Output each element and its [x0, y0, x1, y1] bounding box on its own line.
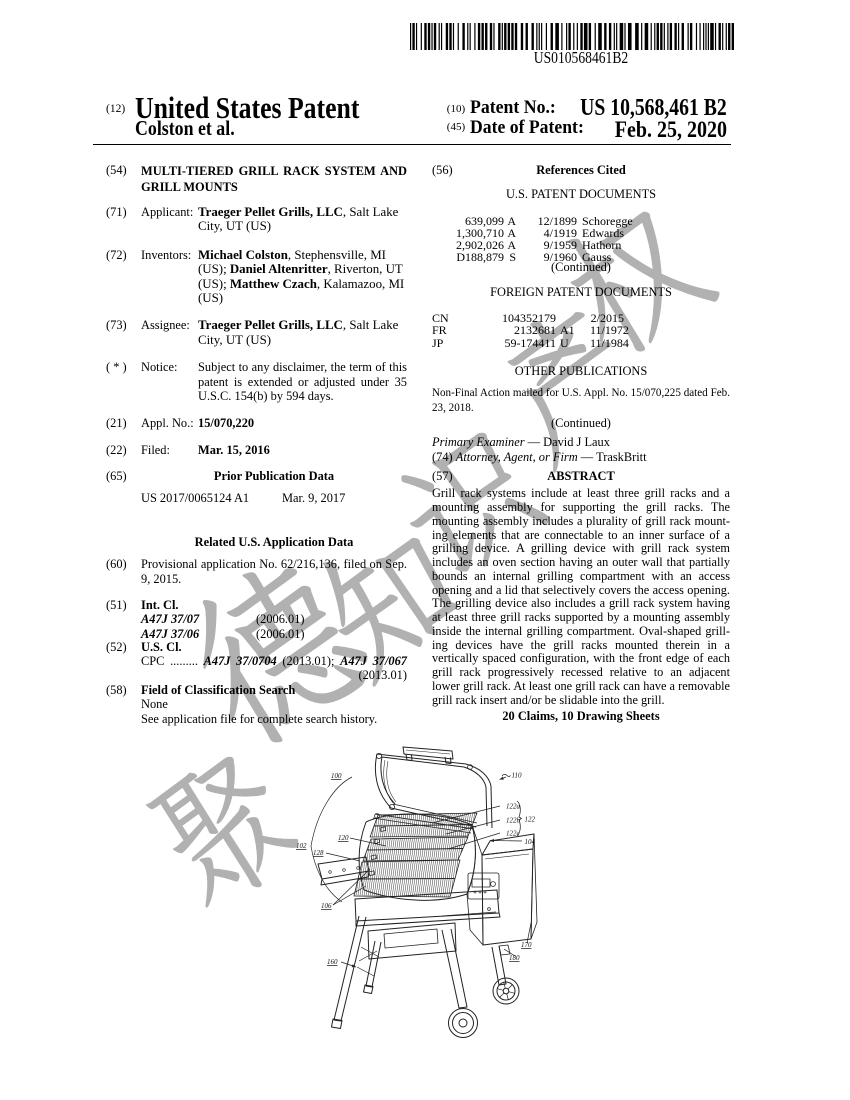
svg-text:180: 180 — [509, 954, 520, 962]
svg-text:122c: 122c — [506, 830, 521, 838]
svg-text:104: 104 — [525, 838, 536, 846]
svg-text:100: 100 — [331, 772, 342, 780]
svg-text:128: 128 — [313, 849, 324, 857]
svg-text:160: 160 — [327, 958, 338, 966]
svg-text:102: 102 — [296, 842, 307, 850]
svg-text:106: 106 — [321, 902, 332, 910]
svg-text:110: 110 — [512, 772, 522, 780]
svg-text:122a: 122a — [506, 803, 521, 811]
svg-text:122: 122 — [525, 816, 536, 824]
svg-text:122b: 122b — [506, 817, 521, 825]
svg-text:120: 120 — [338, 834, 349, 842]
svg-text:170: 170 — [521, 941, 532, 949]
